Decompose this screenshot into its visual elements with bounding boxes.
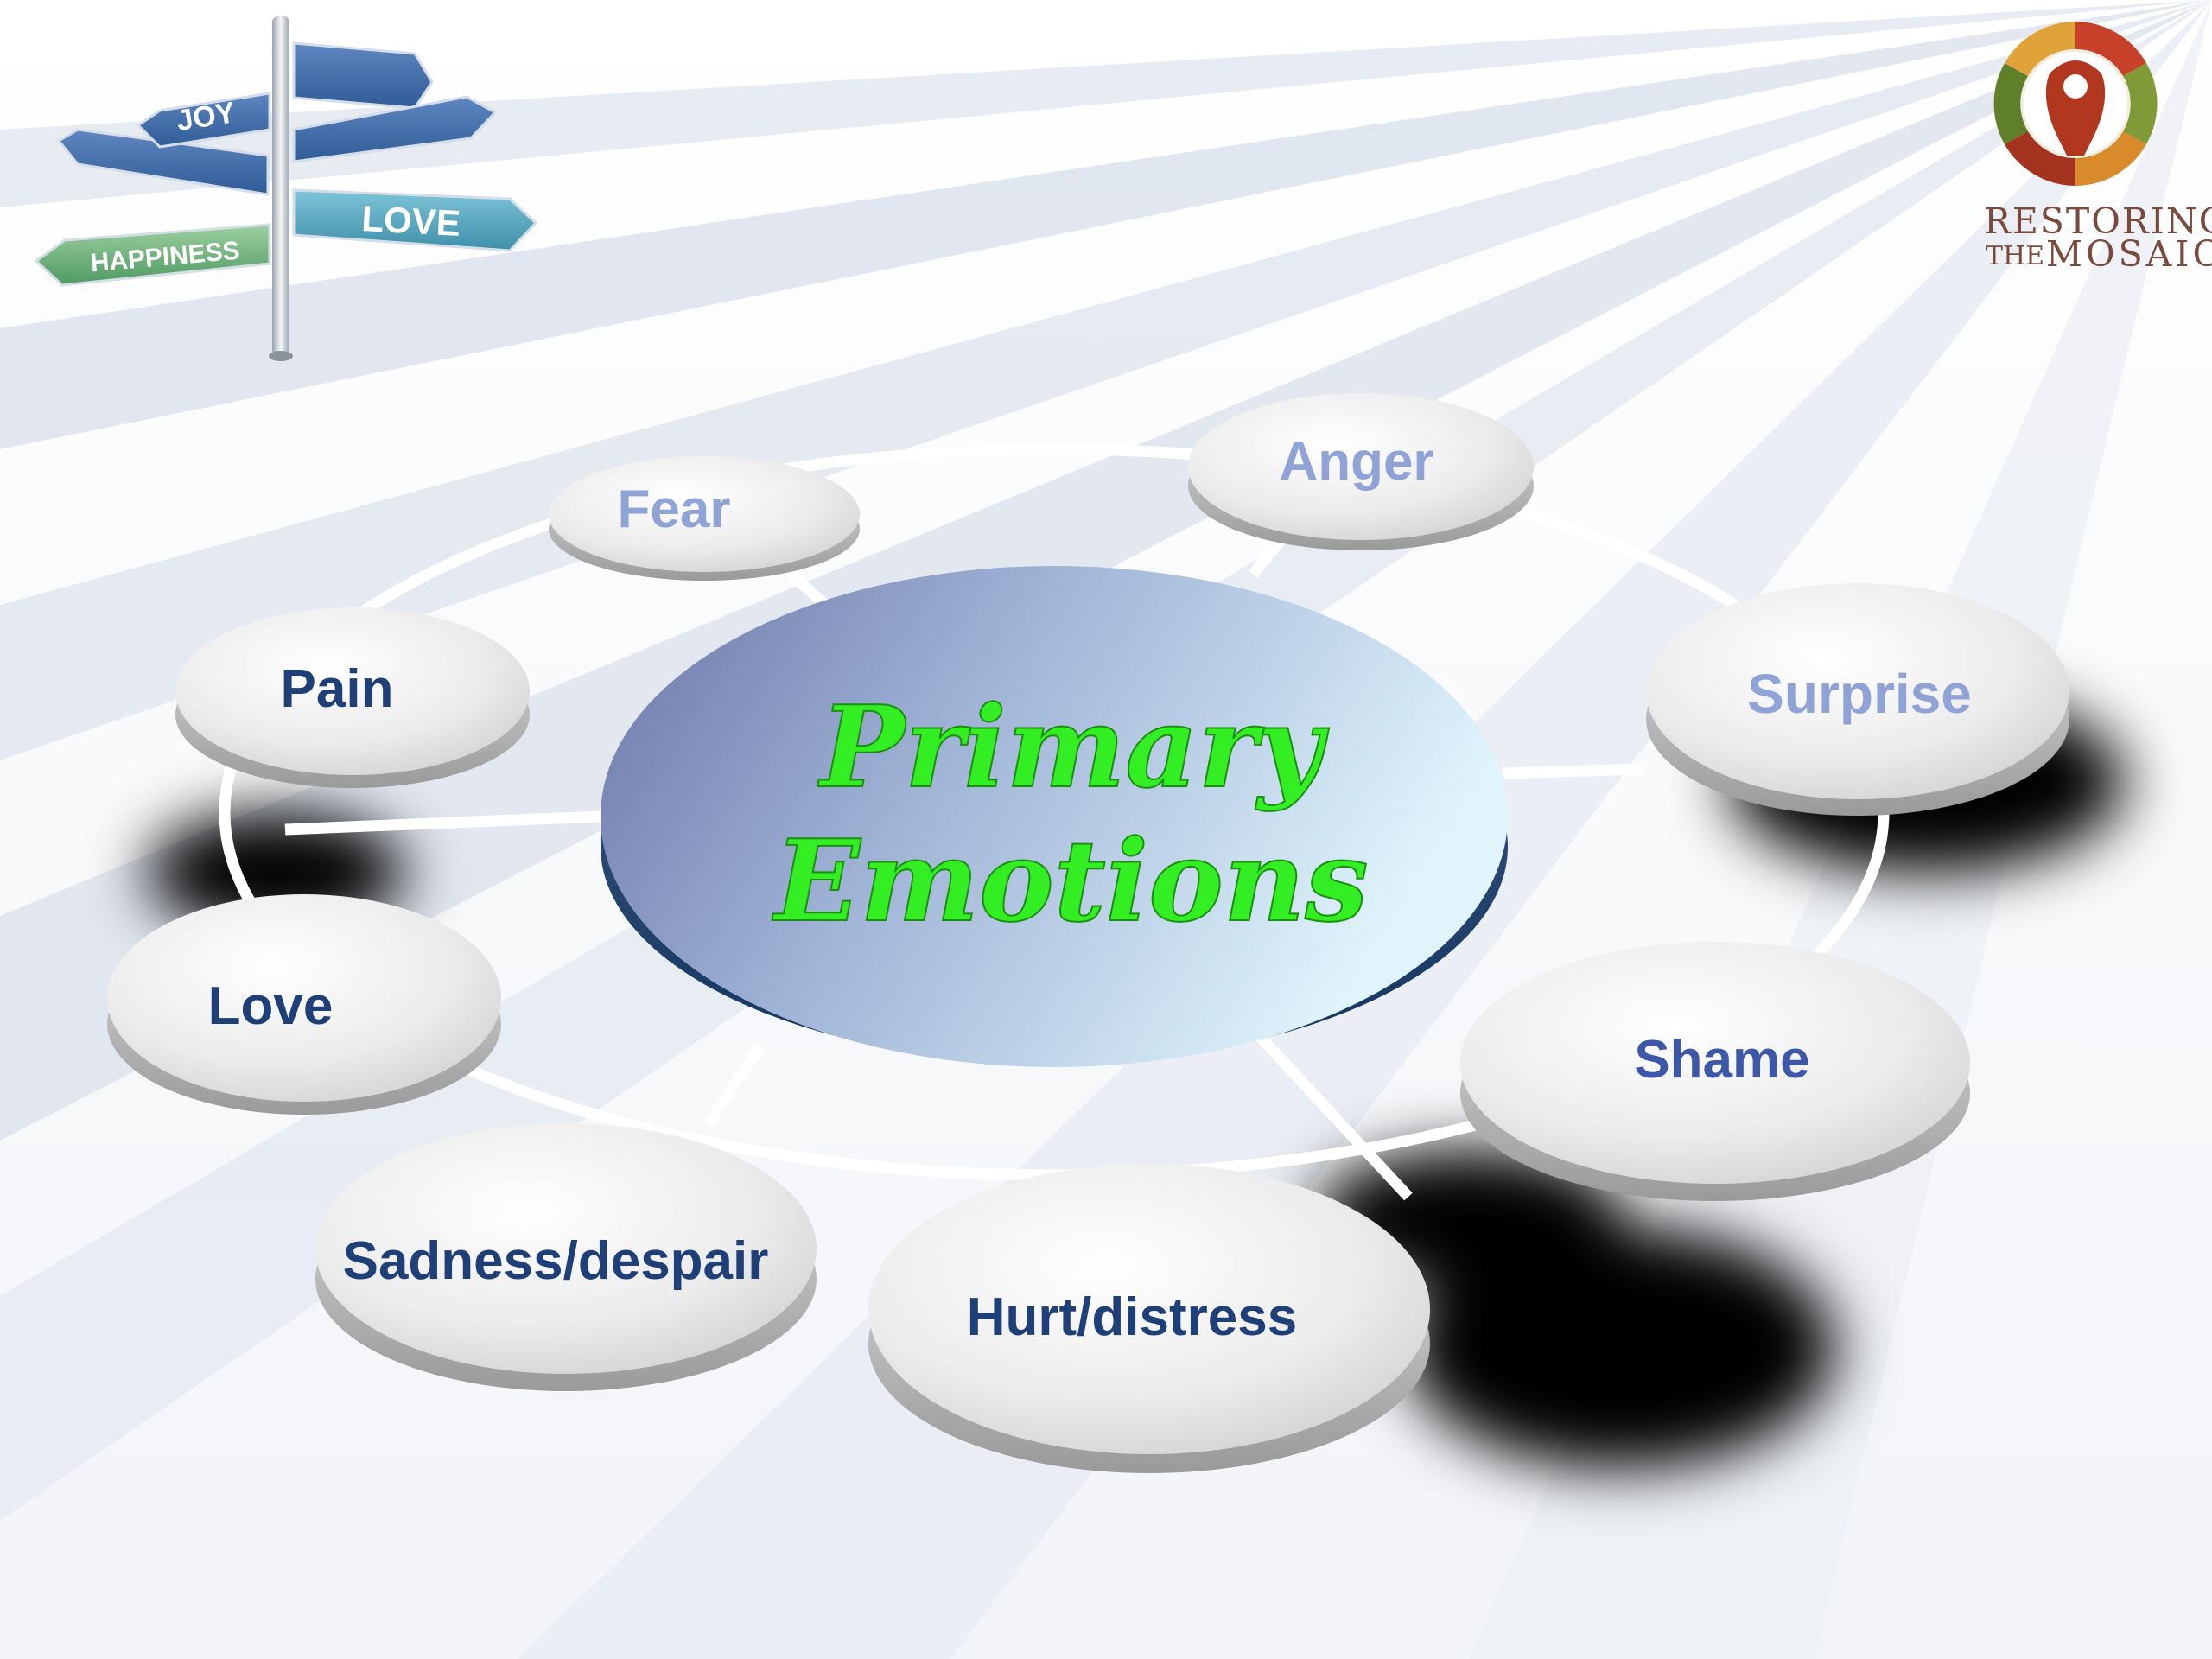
node-sadness: Sadness/despair (315, 1123, 817, 1391)
sign-love-text: LOVE (360, 198, 461, 244)
node-label-love: Love (208, 976, 334, 1036)
node-hurt: Hurt/distress (868, 1164, 1430, 1473)
node-label-fear: Fear (618, 480, 731, 539)
node-surprise: Surprise (1646, 583, 2069, 816)
center-title-line2: Emotions (771, 815, 1368, 947)
node-label-anger: Anger (1279, 432, 1433, 492)
center-title-line1: Primary (817, 681, 1329, 813)
node-label-surprise: Surprise (1747, 663, 1972, 725)
logo-text-the: THE (1986, 241, 2044, 271)
node-label-hurt: Hurt/distress (967, 1287, 1297, 1347)
node-label-pain: Pain (281, 659, 394, 719)
mosaic-emblem (1993, 22, 2158, 186)
node-label-sadness: Sadness/despair (343, 1231, 769, 1291)
center-disc (601, 566, 1508, 1067)
logo-text-restoring: RESTORING (1984, 200, 2212, 242)
signpost-illustration: JOY LOVE HAPPINESS (34, 16, 538, 361)
logo-text-mosaic: MOSAIC (2046, 233, 2212, 275)
node-pain: Pain (175, 607, 530, 788)
node-fear: Fear (549, 456, 860, 581)
node-anger: Anger (1188, 393, 1534, 550)
restoring-the-mosaic-logo: RESTORING THE MOSAIC (1984, 22, 2212, 275)
node-love: Love (107, 894, 501, 1115)
node-label-shame: Shame (1634, 1030, 1809, 1090)
node-shame: Shame (1460, 942, 1970, 1201)
